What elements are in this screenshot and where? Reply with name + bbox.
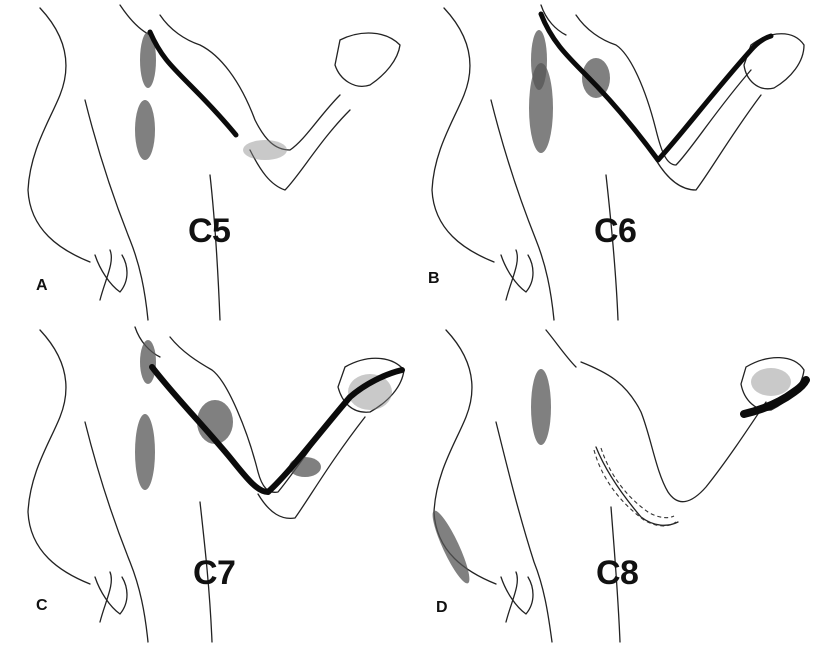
panel-letter-a: A [36, 277, 48, 295]
panel-d-drawing [406, 322, 812, 644]
panel-c-drawing [0, 322, 406, 644]
panel-b-drawing [406, 0, 812, 322]
panel-b: C6 B [406, 0, 812, 322]
segment-label-b: C6 [594, 212, 636, 251]
panel-d: C8 D [406, 322, 812, 644]
segment-label-d: C8 [596, 554, 638, 593]
panel-a: C5 A [0, 0, 406, 322]
segment-label-a: C5 [188, 212, 230, 251]
segment-label-c: C7 [193, 554, 235, 593]
panel-letter-c: C [36, 597, 48, 615]
panel-letter-b: B [428, 270, 440, 288]
panel-a-drawing [0, 0, 406, 322]
panel-c: C7 C [0, 322, 406, 644]
panel-letter-d: D [436, 599, 448, 617]
